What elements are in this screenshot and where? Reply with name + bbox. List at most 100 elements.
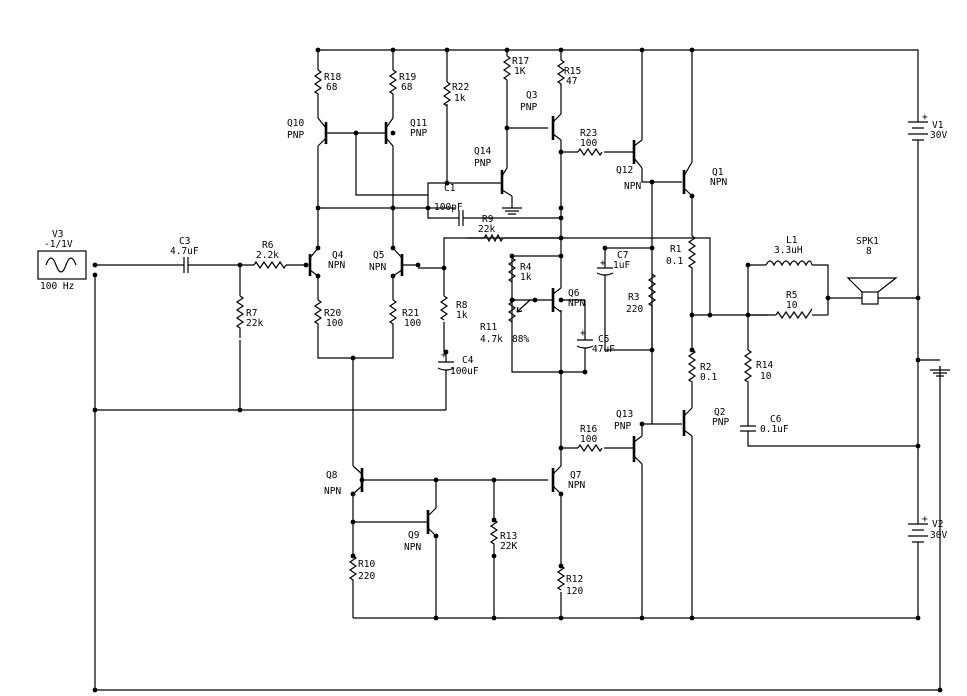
label-r21-value: 100 xyxy=(404,318,421,329)
label-r5-name: R5 xyxy=(786,290,797,301)
label-v1-name: V1 xyxy=(932,120,944,131)
transistor-q9 xyxy=(424,507,437,537)
label-v3-freq: 100 Hz xyxy=(40,281,74,292)
resistor-r15 xyxy=(556,59,566,88)
label-r18-name: R18 xyxy=(324,72,341,83)
resistor-r7 xyxy=(235,295,245,338)
label-r8-name: R8 xyxy=(456,300,468,311)
label-q14-name: Q14 xyxy=(474,146,491,157)
label-r17-value: 1K xyxy=(514,66,526,77)
label-r21-name: R21 xyxy=(402,308,419,319)
label-q7-name: Q7 xyxy=(570,470,581,481)
label-c4-value: 100uF xyxy=(450,366,479,377)
battery-v1: + xyxy=(908,112,928,144)
wires xyxy=(94,49,941,691)
label-q11-type: PNP xyxy=(410,128,427,139)
resistor-r19 xyxy=(388,69,398,96)
svg-text:+: + xyxy=(580,328,586,339)
transistor-q12 xyxy=(632,139,643,169)
label-r2-name: R2 xyxy=(700,362,711,373)
label-q12-name: Q12 xyxy=(616,165,633,176)
label-v3-value: -1/1V xyxy=(44,239,73,250)
label-r8-value: 1k xyxy=(456,310,468,321)
label-c3-name: C3 xyxy=(179,236,190,247)
capacitors: + + + xyxy=(178,210,756,436)
resistor-r16 xyxy=(577,443,603,453)
label-r13-name: R13 xyxy=(500,531,517,542)
label-q2-name: Q2 xyxy=(714,407,725,418)
component-labels: V3 -1/1V 100 Hz C3 4.7uF R6 2.2k R7 22k … xyxy=(40,56,947,597)
resistor-r5 xyxy=(775,308,813,320)
label-r6-value: 2.2k xyxy=(256,250,279,261)
potentiometer-wiper xyxy=(516,299,531,313)
label-r17-name: R17 xyxy=(512,56,529,67)
label-q4-type: NPN xyxy=(328,260,345,271)
label-r9-value: 22k xyxy=(478,224,495,235)
svg-text:+: + xyxy=(922,112,928,123)
label-l1-value: 3.3uH xyxy=(774,245,803,256)
resistor-r21 xyxy=(388,299,398,330)
label-q8-type: NPN xyxy=(324,486,341,497)
label-q3-name: Q3 xyxy=(526,90,537,101)
label-r15-value: 47 xyxy=(566,76,577,87)
label-r22-name: R22 xyxy=(452,82,469,93)
label-q6-type: NPN xyxy=(568,298,585,309)
label-r11-name: R11 xyxy=(480,322,497,333)
label-r1-name: R1 xyxy=(670,244,682,255)
label-r11-value: 4.7k xyxy=(480,334,503,345)
label-r1-value: 0.1 xyxy=(666,256,683,267)
inductor-l1 xyxy=(765,260,813,267)
svg-text:+: + xyxy=(441,350,447,361)
transistor-q2 xyxy=(682,407,693,437)
transistor-q6 xyxy=(551,287,562,313)
label-r3-value: 220 xyxy=(626,304,643,315)
label-q3-type: PNP xyxy=(520,102,537,113)
label-r11-setting: 88% xyxy=(512,334,529,345)
label-c7-value: 1uF xyxy=(613,260,630,271)
label-q10-name: Q10 xyxy=(287,118,304,129)
label-q13-name: Q13 xyxy=(616,409,633,420)
resistor-r13 xyxy=(489,519,499,548)
resistor-r1 xyxy=(687,235,697,270)
label-r5-value: 10 xyxy=(786,300,798,311)
resistor-r8 xyxy=(439,295,449,321)
label-q1-name: Q1 xyxy=(712,167,724,178)
transistor-q14 xyxy=(498,167,513,197)
capacitor-c6 xyxy=(740,420,756,436)
label-q14-type: PNP xyxy=(474,158,491,169)
label-spk1-value: 8 xyxy=(866,246,872,257)
capacitor-c4 xyxy=(437,352,455,374)
label-r10-value: 220 xyxy=(358,571,375,582)
resistor-r3 xyxy=(647,273,657,310)
resistor-r17 xyxy=(502,55,512,81)
label-r18-value: 68 xyxy=(326,82,338,93)
label-q8-name: Q8 xyxy=(326,470,338,481)
label-q1-type: NPN xyxy=(710,177,727,188)
label-q9-type: NPN xyxy=(404,542,421,553)
capacitor-c5 xyxy=(576,330,594,354)
label-r15-name: R15 xyxy=(564,66,581,77)
label-q13-type: PNP xyxy=(614,421,631,432)
resistor-r9 xyxy=(483,233,504,243)
label-r2-value: 0.1 xyxy=(700,372,717,383)
label-c1-value: 100pF xyxy=(434,202,463,213)
resistor-r12 xyxy=(556,565,566,591)
label-v2-name: V2 xyxy=(932,519,943,530)
capacitor-c1 xyxy=(455,210,467,226)
label-v3-name: V3 xyxy=(52,229,63,240)
label-c6-name: C6 xyxy=(770,414,782,425)
label-v1-value: 30V xyxy=(930,130,947,141)
resistor-r18 xyxy=(313,69,323,96)
label-r6-name: R6 xyxy=(262,240,274,251)
resistors xyxy=(235,55,813,591)
label-c6-value: 0.1uF xyxy=(760,424,789,435)
label-r12-value: 120 xyxy=(566,586,583,597)
label-c1-name: C1 xyxy=(444,183,456,194)
label-r14-name: R14 xyxy=(756,360,773,371)
label-c4-name: C4 xyxy=(462,355,474,366)
label-r22-value: 1k xyxy=(454,93,466,104)
label-r16-value: 100 xyxy=(580,434,597,445)
speaker-spk1 xyxy=(846,277,898,305)
label-r7-value: 22k xyxy=(246,318,263,329)
